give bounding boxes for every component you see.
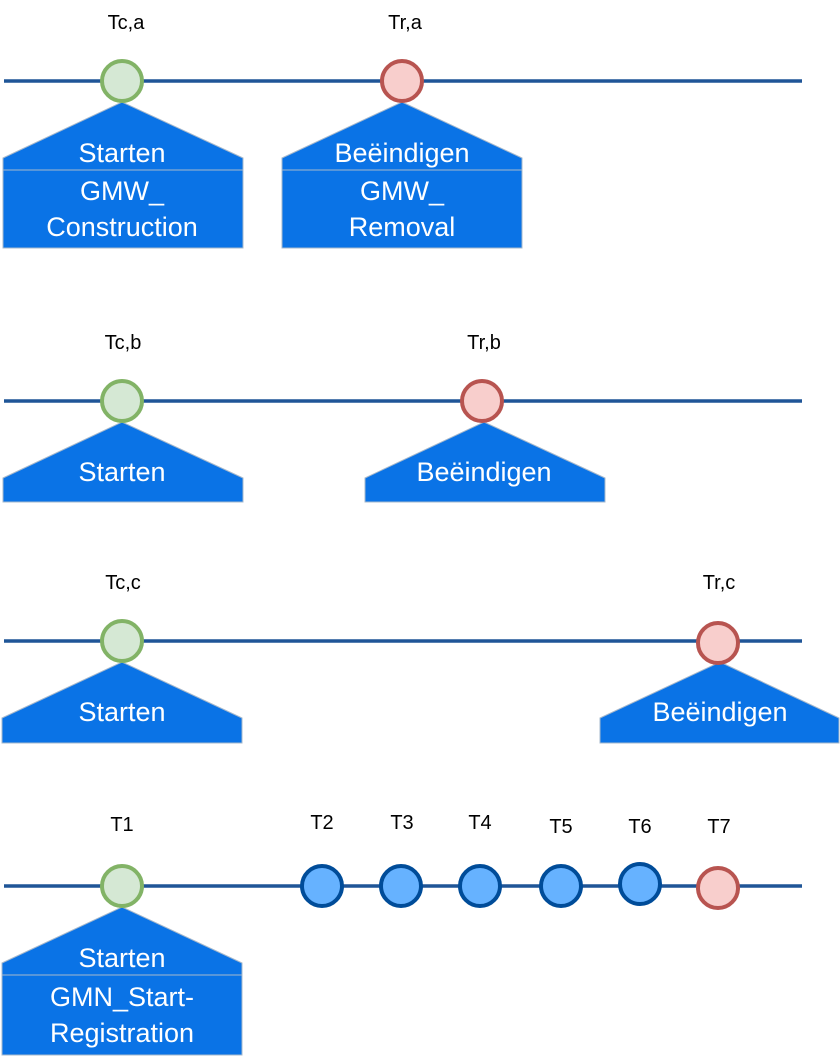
- end-text-b: Beëindigen: [416, 457, 551, 487]
- start-box-a-line2: Construction: [46, 212, 198, 242]
- start-node-c: [100, 619, 144, 663]
- start-node-d: [100, 864, 144, 908]
- end-callout-c: Beëindigen: [599, 661, 840, 744]
- start-box-d-line1: GMN_Start-: [50, 982, 194, 1012]
- start-box-a: [2, 169, 244, 249]
- end-callout-a: Beëindigen GMW_ Removal: [281, 101, 523, 249]
- start-text-c: Starten: [78, 697, 165, 727]
- label-tc-a: Tc,a: [108, 12, 146, 34]
- end-node-a: [380, 59, 424, 103]
- label-t7: T7: [707, 816, 730, 838]
- label-t1: T1: [110, 814, 133, 836]
- label-t4: T4: [468, 812, 491, 834]
- end-callout-b: Beëindigen: [364, 421, 606, 503]
- start-text-a: Starten: [78, 138, 165, 168]
- label-tr-b: Tr,b: [467, 332, 501, 354]
- label-tc-c: Tc,c: [105, 572, 141, 594]
- end-node-c: [696, 621, 740, 665]
- timeline-row-a: Tc,a Tr,a Starten GMW_ Construction Beëi…: [2, 12, 802, 249]
- milestone-node-t4: [458, 864, 502, 908]
- start-callout-c: Starten: [1, 661, 243, 744]
- start-box-a-line1: GMW_: [80, 176, 165, 206]
- label-t3: T3: [390, 812, 413, 834]
- milestone-node-t2: [300, 864, 344, 908]
- label-tc-b: Tc,b: [105, 332, 142, 354]
- start-box-d-line2: Registration: [50, 1018, 194, 1048]
- start-arrow-b: [2, 421, 244, 503]
- end-arrow-b: [364, 421, 606, 503]
- label-t2: T2: [310, 812, 333, 834]
- end-box-a-line2: Removal: [349, 212, 456, 242]
- start-text-b: Starten: [78, 457, 165, 487]
- label-t5: T5: [549, 816, 572, 838]
- end-box-a-line1: GMW_: [360, 176, 445, 206]
- start-callout-d: Starten GMN_Start- Registration: [1, 906, 243, 1056]
- timeline-row-c: Tc,c Tr,c Starten Beëindigen: [1, 572, 840, 744]
- label-tr-c: Tr,c: [703, 572, 736, 594]
- milestone-node-t5: [539, 864, 583, 908]
- start-text-d: Starten: [78, 943, 165, 973]
- milestone-node-t3: [379, 864, 423, 908]
- end-node-b: [460, 379, 504, 423]
- end-arrow-c: [599, 661, 840, 744]
- start-callout-b: Starten: [2, 421, 244, 503]
- label-tr-a: Tr,a: [388, 12, 423, 34]
- timeline-row-d: T1 T2 T3 T4 T5 T6 T7 Starten GMN_Start- …: [1, 812, 802, 1056]
- start-node-a: [100, 59, 144, 103]
- timeline-row-b: Tc,b Tr,b Starten Beëindigen: [2, 332, 802, 503]
- label-t6: T6: [628, 816, 651, 838]
- end-node-d: [696, 866, 740, 910]
- start-arrow-c: [1, 661, 243, 744]
- start-node-b: [100, 379, 144, 423]
- milestone-node-t6: [618, 862, 662, 906]
- end-box-a: [281, 169, 523, 249]
- end-text-a: Beëindigen: [334, 138, 469, 168]
- start-callout-a: Starten GMW_ Construction: [2, 101, 244, 249]
- start-box-d: [1, 974, 243, 1056]
- end-text-c: Beëindigen: [652, 697, 787, 727]
